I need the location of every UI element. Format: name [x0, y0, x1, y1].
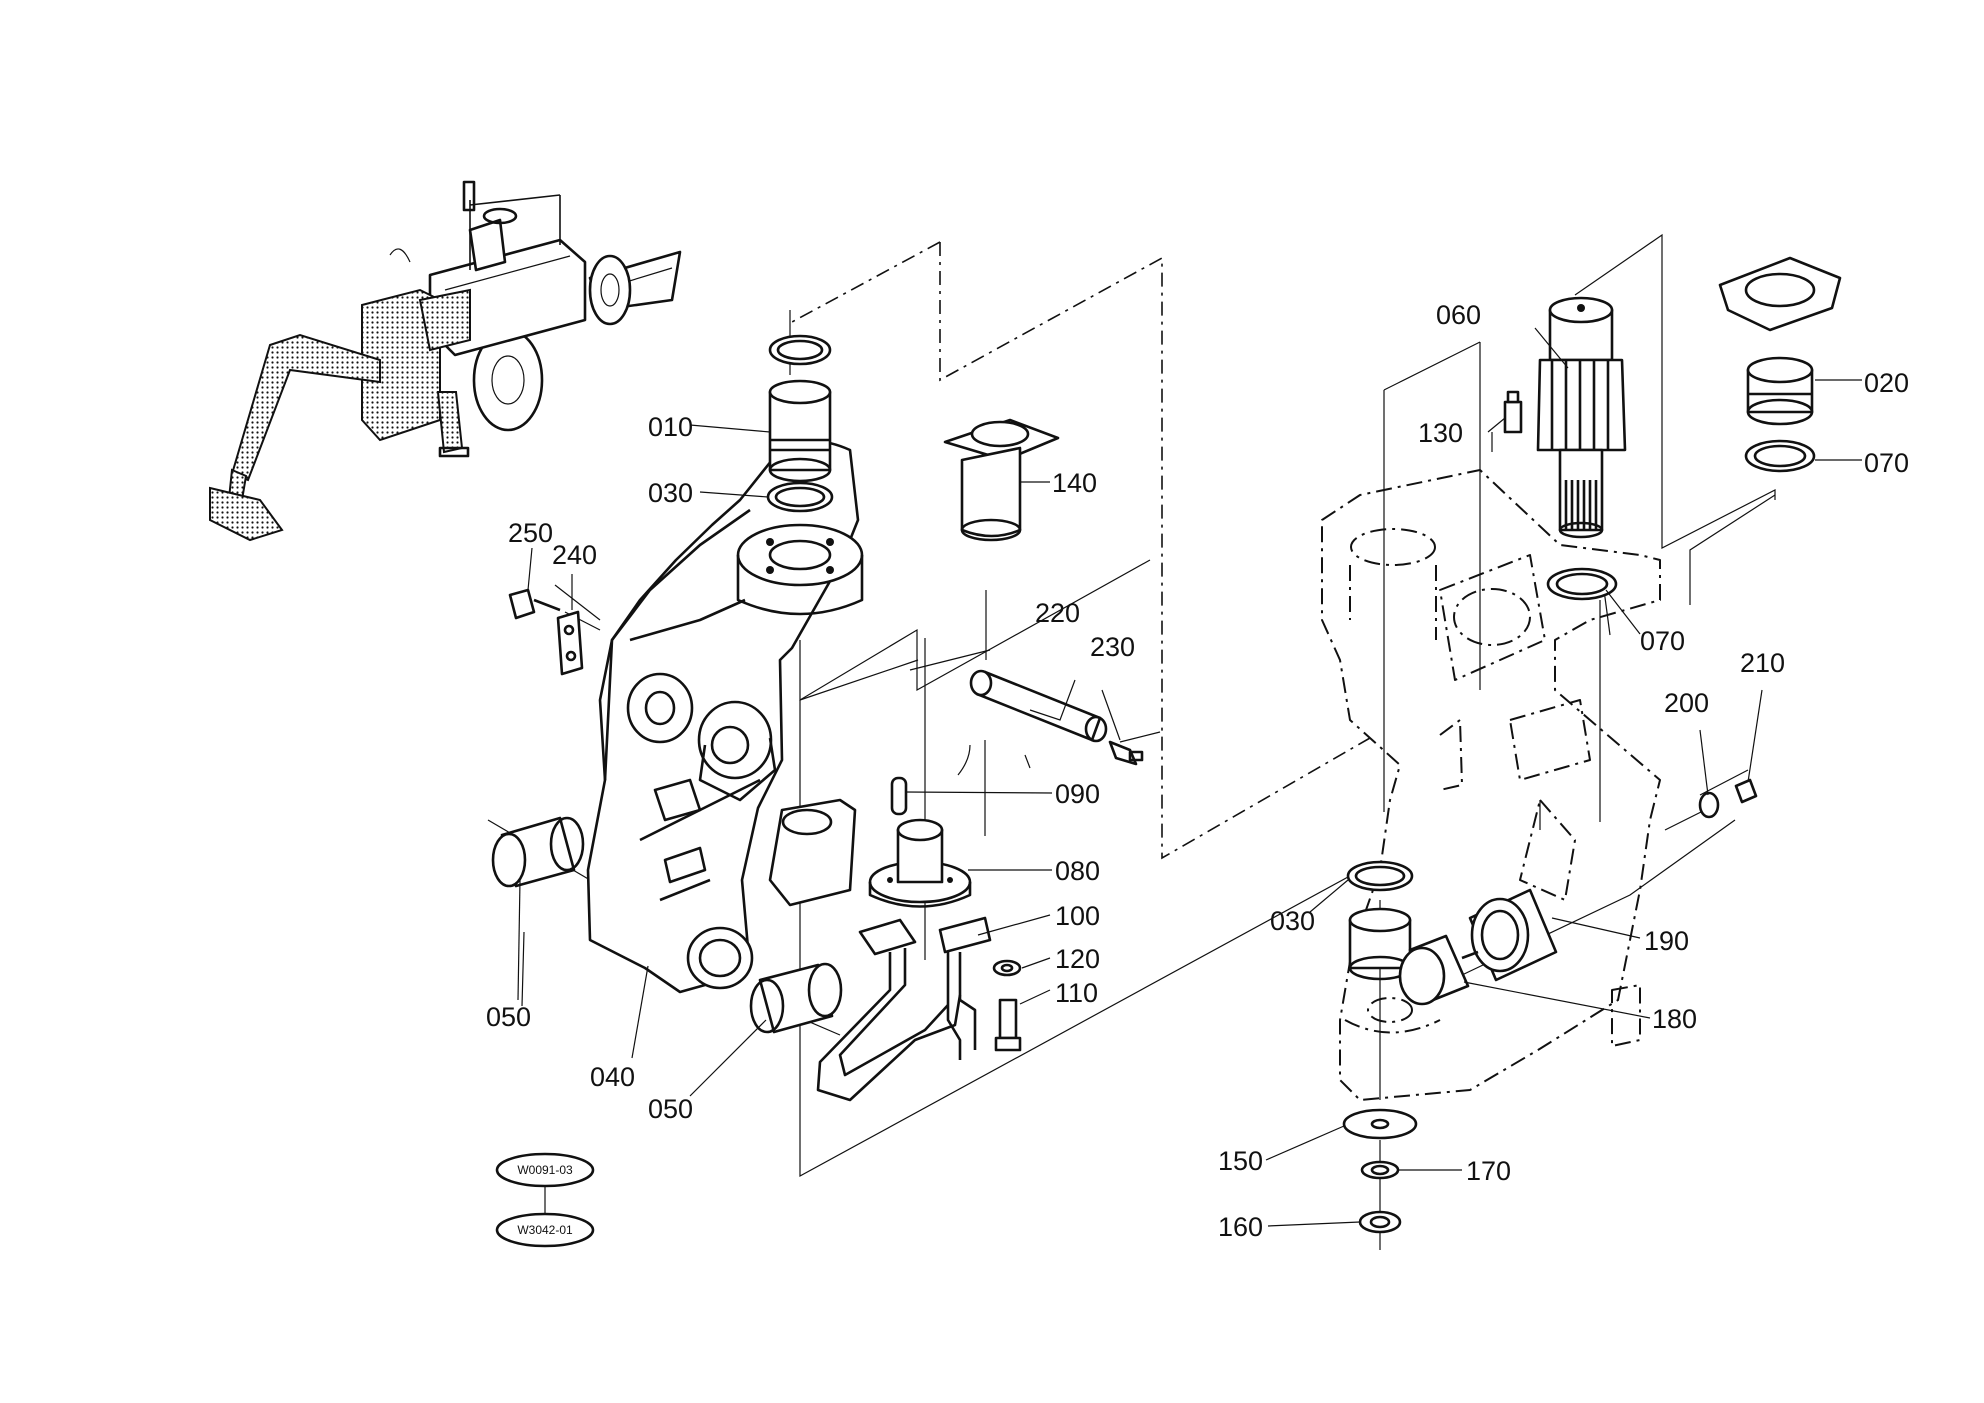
- callout-050-upper: 050: [486, 1002, 531, 1032]
- bolt-part-110: [994, 998, 1022, 1052]
- bushing-part-050-lower: [749, 962, 843, 1034]
- reference-codes: W0091-03 W3042-01: [495, 1152, 595, 1248]
- callout-010: 010: [648, 412, 693, 442]
- callout-250: 250: [508, 518, 553, 548]
- callout-140: 140: [1052, 468, 1097, 498]
- callout-240: 240: [552, 540, 597, 570]
- callout-090: 090: [1055, 779, 1100, 809]
- callout-160: 160: [1218, 1212, 1263, 1242]
- callout-labels: 010 020 030 030 040 050 050 060 070 070 …: [486, 300, 1909, 1242]
- callout-190: 190: [1644, 926, 1689, 956]
- cap-part-190: [1468, 888, 1558, 982]
- callout-180: 180: [1652, 1004, 1697, 1034]
- spring-washer-part-200: [1698, 791, 1720, 819]
- snap-ring-top: [768, 334, 832, 366]
- callout-210: 210: [1740, 648, 1785, 678]
- ring-part-030-left: [766, 481, 834, 513]
- callout-030-left: 030: [648, 478, 693, 508]
- grease-nipple-part-230: [1108, 740, 1144, 766]
- callout-070-lower: 070: [1640, 626, 1685, 656]
- dowel-part-090: [890, 776, 908, 816]
- backhoe-tractor-thumbnail: [209, 180, 682, 542]
- flange-hub-part-080: [868, 818, 972, 908]
- ring-part-070-lower: [1546, 567, 1618, 601]
- cover-part-020: [1718, 256, 1842, 426]
- plate-part-240: [556, 610, 584, 676]
- lock-washer-part-170: [1360, 1160, 1400, 1180]
- callout-070-upper: 070: [1864, 448, 1909, 478]
- callout-040: 040: [590, 1062, 635, 1092]
- callout-150: 150: [1218, 1146, 1263, 1176]
- bushing-part-010: [768, 379, 832, 483]
- nut-part-160: [1358, 1210, 1402, 1234]
- pin-part-220: [969, 669, 1108, 743]
- callout-110: 110: [1055, 978, 1098, 1008]
- callout-050-lower: 050: [648, 1094, 693, 1124]
- callout-200: 200: [1664, 688, 1709, 718]
- callout-230: 230: [1090, 632, 1135, 662]
- bolt-part-250: [508, 588, 561, 620]
- callout-020: 020: [1864, 368, 1909, 398]
- swing-bracket-part-040: [586, 439, 864, 994]
- bushing-right: [1348, 907, 1412, 981]
- assembly-guide-lines: [487, 233, 1776, 1250]
- callout-080: 080: [1055, 856, 1100, 886]
- callout-060: 060: [1436, 300, 1481, 330]
- pinion-shaft-part-060: [1536, 296, 1627, 539]
- callout-170: 170: [1466, 1156, 1511, 1186]
- transmission-housing-outline: [1321, 469, 1661, 1101]
- callout-220: 220: [1035, 598, 1080, 628]
- callout-120: 120: [1055, 944, 1100, 974]
- ring-part-070-upper: [1744, 439, 1816, 473]
- washer-part-150: [1342, 1108, 1418, 1140]
- plug-part-180: [1398, 934, 1479, 1006]
- nut-part-210: [1734, 778, 1758, 804]
- washer-part-120: [992, 959, 1022, 977]
- cover-part-140: [943, 418, 1060, 542]
- callout-100: 100: [1055, 901, 1100, 931]
- pedal-bracket-part-100: [816, 916, 992, 1102]
- grease-nipple-part-130: [1503, 390, 1523, 434]
- callout-130: 130: [1418, 418, 1463, 448]
- ring-part-030-right: [1346, 860, 1414, 892]
- callout-030-right: 030: [1270, 906, 1315, 936]
- reference-code-bottom: W3042-01: [517, 1223, 573, 1237]
- reference-oval-bottom: [495, 1212, 595, 1248]
- callout-leader-lines: [517, 327, 1862, 1227]
- bushing-part-050-upper: [491, 816, 585, 888]
- reference-code-top: W0091-03: [517, 1163, 573, 1177]
